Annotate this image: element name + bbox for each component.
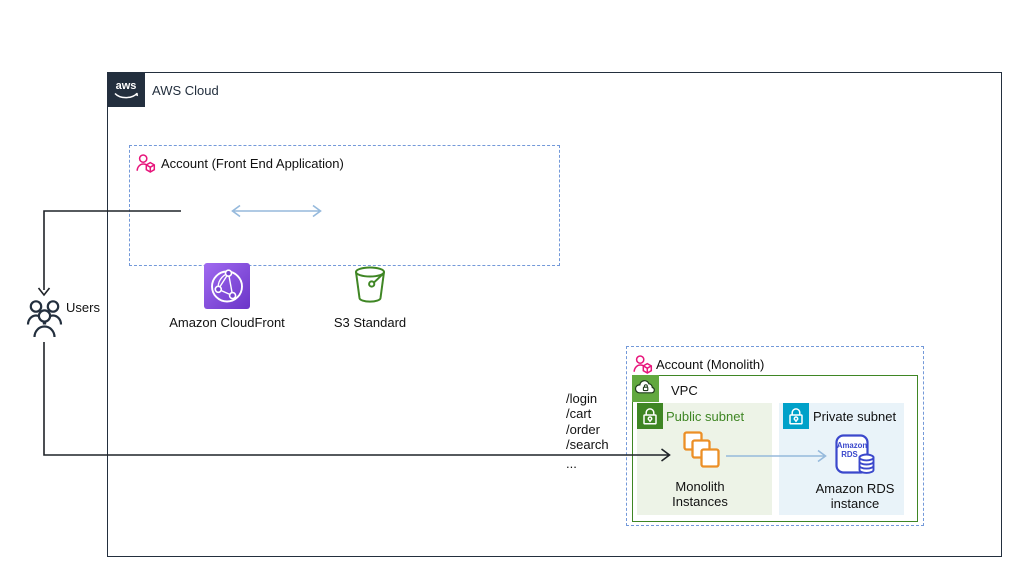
private-subnet-lock-icon (783, 403, 809, 429)
account-icon (632, 353, 654, 375)
private-subnet-label: Private subnet (813, 409, 897, 424)
rds-icon-text-line2: RDS (841, 450, 857, 459)
aws-logo-text: aws (115, 80, 136, 92)
rds-icon-text-line1: Amazon (837, 441, 868, 450)
aws-logo-icon: aws (106, 71, 145, 107)
rds-icon: Amazon RDS (835, 434, 877, 476)
cloudfront-icon (204, 263, 250, 309)
route-labels-ellipsis: ... (566, 456, 577, 471)
public-subnet-label: Public subnet (666, 409, 745, 424)
public-subnet-lock-icon (637, 403, 663, 429)
monolith-label-line2: Instances (672, 494, 728, 509)
cloudfront-label: Amazon CloudFront (169, 315, 285, 330)
vpc-icon (631, 374, 659, 402)
route-label: /search (566, 436, 609, 452)
account-icon (135, 152, 157, 174)
frontend-account-label: Account (Front End Application) (161, 156, 344, 171)
s3-label: S3 Standard (333, 315, 407, 330)
rds-label-line2: instance (830, 496, 880, 511)
monolith-account-label: Account (Monolith) (656, 357, 765, 372)
s3-bucket-icon (347, 261, 393, 307)
rds-label: Amazon RDS instance (805, 481, 905, 511)
frontend-account-group: Account (Front End Application) (129, 145, 560, 330)
monolith-instances-icon (681, 431, 723, 471)
route-label: /cart (566, 406, 592, 422)
route-label: /order (566, 421, 600, 437)
aws-cloud-label: AWS Cloud (152, 83, 219, 98)
vpc-label: VPC (671, 383, 698, 398)
rds-label-line1: Amazon RDS (815, 481, 895, 496)
monolith-label-line1: Monolith (675, 479, 725, 494)
monolith-instances-label: Monolith Instances (654, 479, 746, 509)
users-label: Users (66, 300, 100, 315)
users-icon (26, 297, 63, 341)
route-labels: /login /cart /order /search (566, 391, 609, 452)
route-label: /login (566, 391, 598, 406)
